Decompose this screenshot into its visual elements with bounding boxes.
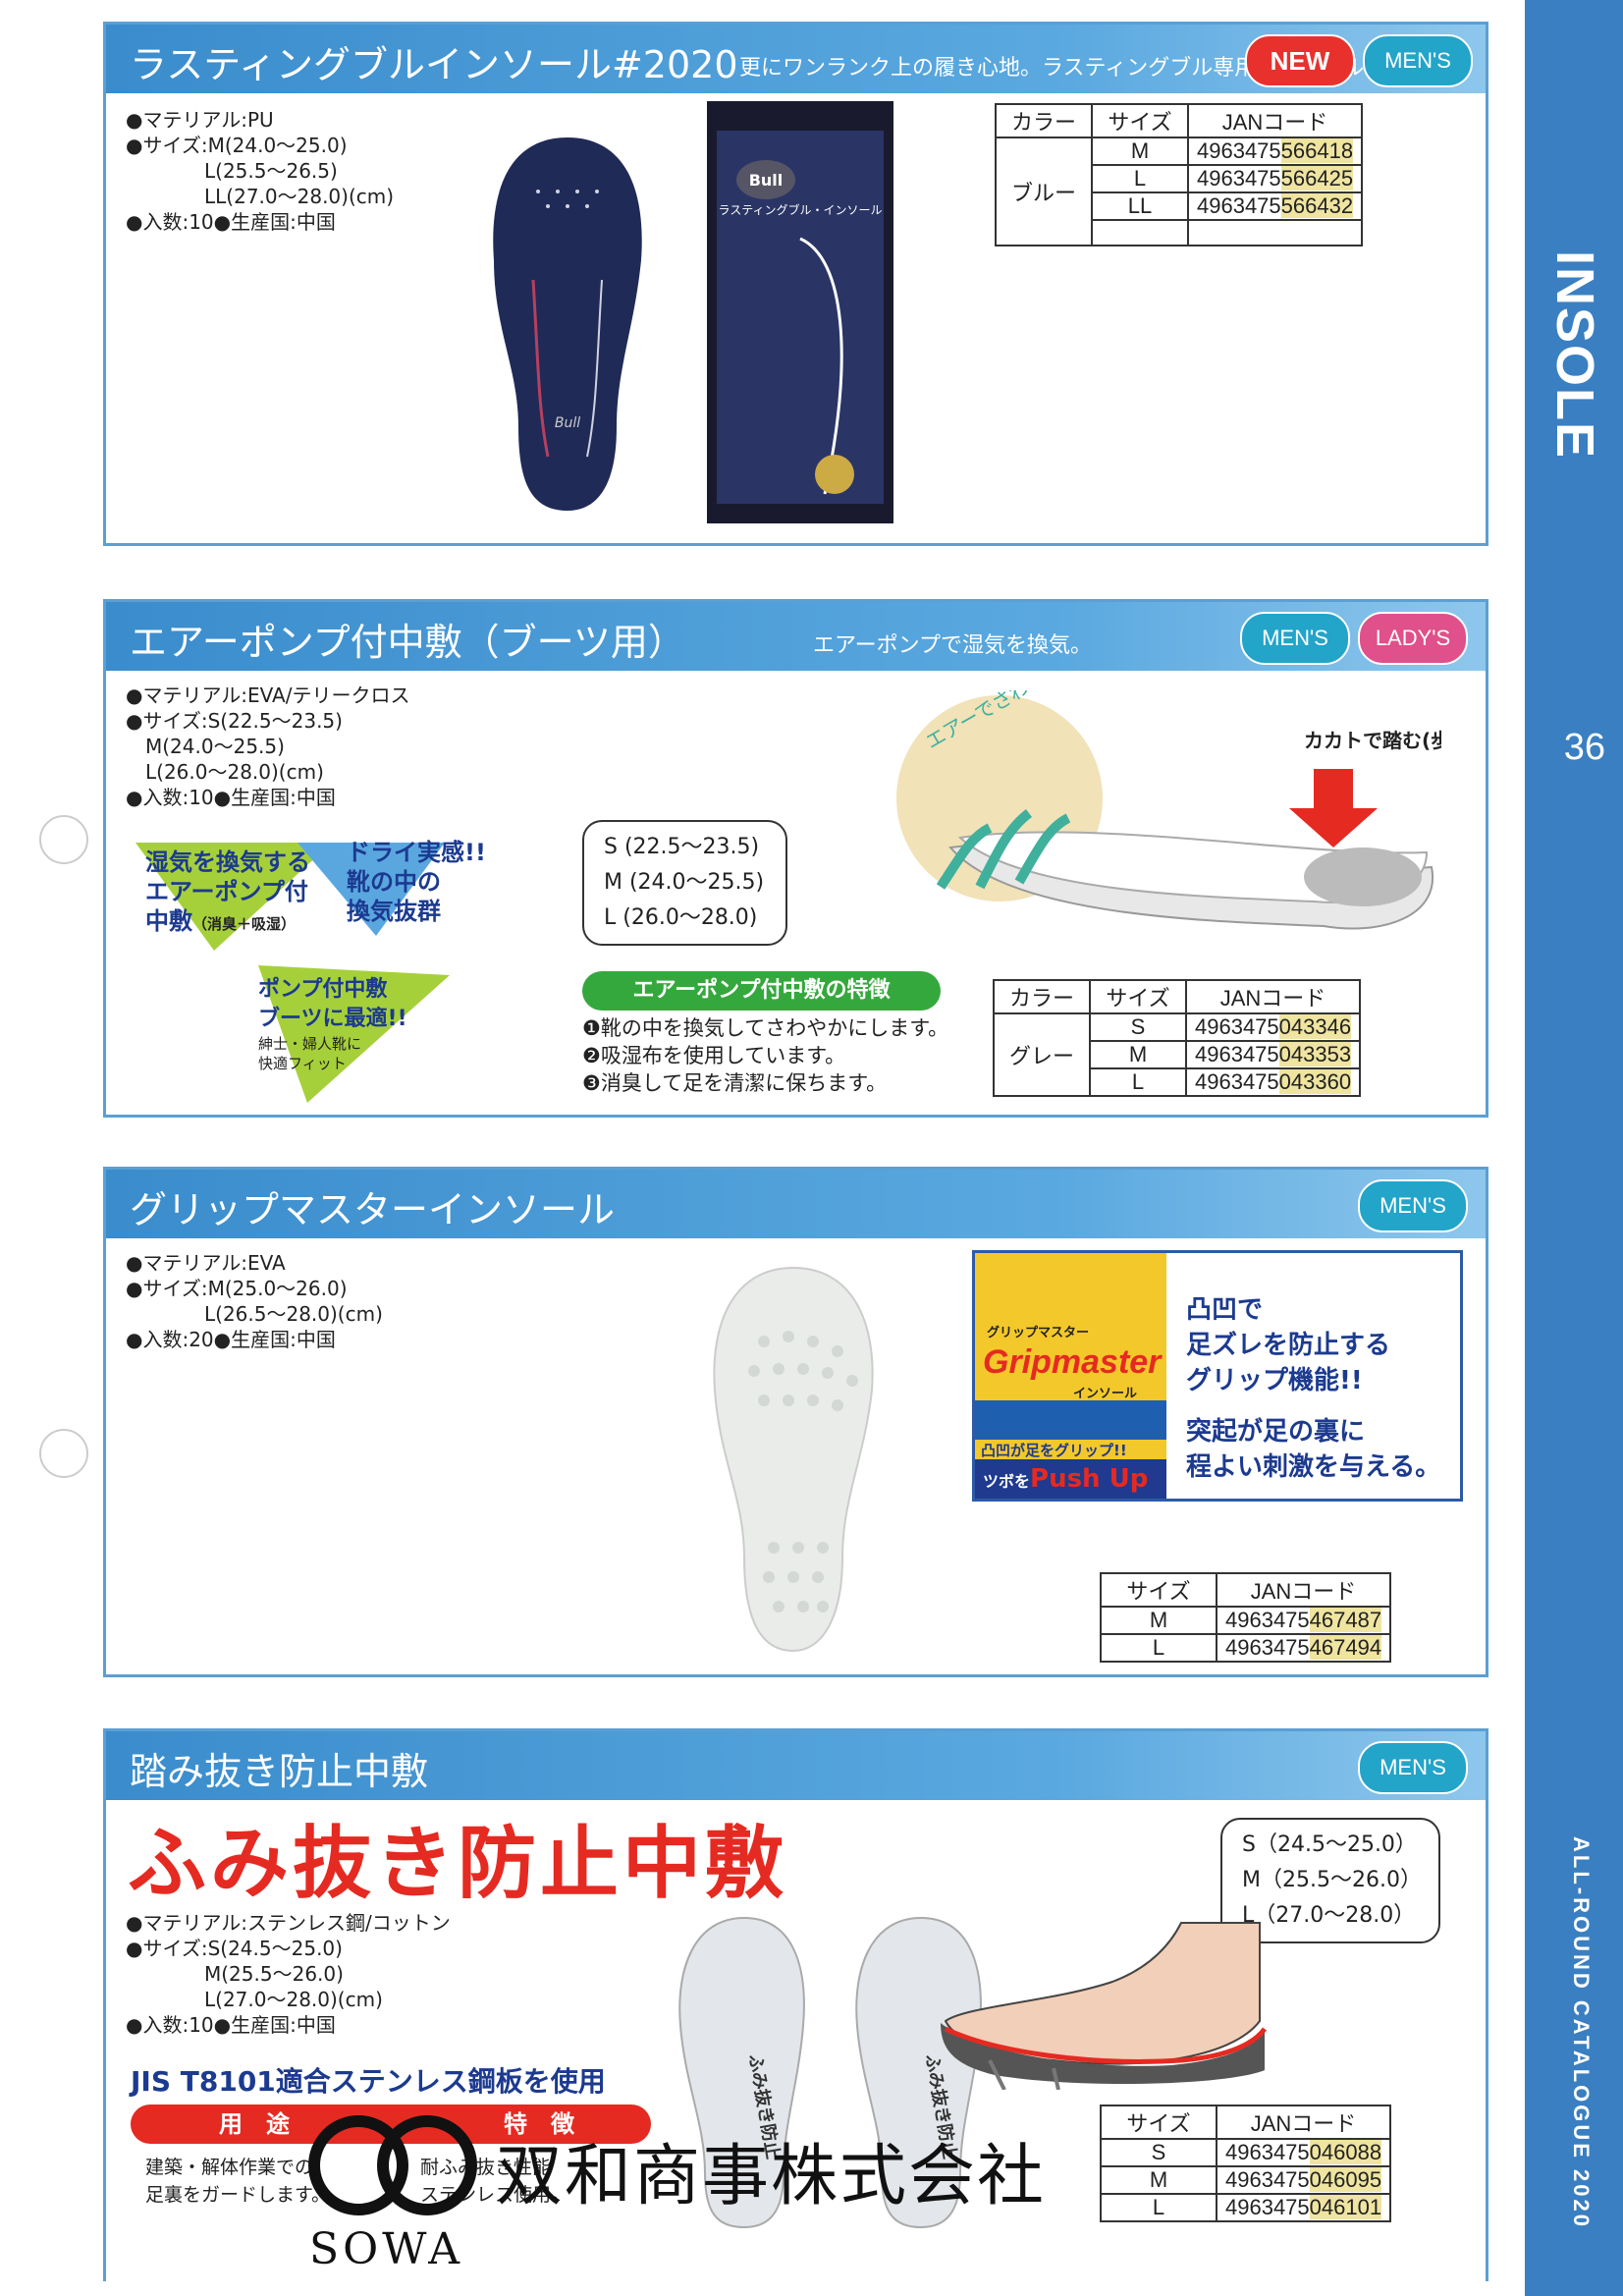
company-name: 双和商事株式会社 [496,2138,1047,2215]
product-specs: ●マテリアル:PU ●サイズ:M(24.0〜25.0) L(25.5〜26.5)… [126,108,395,234]
package-photo: Bull ラスティングブル・インソール [707,101,893,523]
size-list: S（24.5〜25.0） M（25.5〜26.0） L（27.0〜28.0） [1220,1818,1440,1943]
product-gripmaster: グリップマスターインソール MEN'S ●マテリアル:EVA ●サイズ:M(25… [103,1167,1488,1677]
gripmaster-description: 凸凹で 足ズレを防止する グリップ機能!! 突起が足の裏に 程よい刺激を与える。 [1186,1295,1441,1482]
promo-pump: 湿気を換気する エアーポンプ付 中敷（消臭＋吸湿） [145,848,310,935]
sowa-logo-mark [308,2115,477,2215]
section-header: ラスティングブルインソール#2020 更にワンランク上の履き心地。ラスティングブ… [106,25,1486,93]
insole-pair-photo: ふみ抜き防止 ふみ抜き防止 [678,1916,982,2229]
product-subtitle: エアーポンプで湿気を換気。 [813,633,1093,658]
mens-badge: MEN'S [1363,34,1473,87]
mens-badge: MEN'S [1358,1179,1468,1232]
insole-photo [713,1266,874,1653]
binder-hole [39,1429,88,1478]
new-badge: NEW [1245,34,1355,87]
product-title: エアーポンプ付中敷（ブーツ用） [130,621,685,664]
product-anti-puncture: 踏み抜き防止中敷 MEN'S ふみ抜き防止中敷 ●マテリアル:ステンレス鋼/コッ… [103,1728,1488,2281]
svg-text:Bull: Bull [555,415,580,431]
product-air-pump: エアーポンプ付中敷（ブーツ用） エアーポンプで湿気を換気。 MEN'S LADY… [103,599,1488,1118]
sidebar-tab [1525,0,1623,2296]
insole-photo: Bull [493,137,642,511]
category-label: INSOLE [1545,250,1604,461]
gripmaster-package: グリップマスター Gripmaster インソール 凸凹が足をグリップ!! ツボ… [975,1253,1166,1499]
promo-triangles [135,843,450,1103]
section-header: エアーポンプ付中敷（ブーツ用） エアーポンプで湿気を換気。 MEN'S LADY… [106,602,1486,671]
catalogue-label: ALL-ROUND CATALOGUE 2020 [1569,1836,1594,2229]
promo-boots: ポンプ付中敷 ブーツに最適!! 紳士・婦人靴に 快適フィット [258,977,407,1072]
size-list: S (22.5〜23.5) M (24.0〜25.5) L (26.0〜28.0… [582,820,787,946]
page-number: 36 [1563,727,1605,768]
jis-note: JIS T8101適合ステンレス鋼板を使用 [131,2065,606,2098]
product-specs: ●マテリアル:EVA ●サイズ:M(25.0〜26.0) L(26.5〜28.0… [126,1251,383,1351]
product-specs: ●マテリアル:EVA/テリークロス ●サイズ:S(22.5〜23.5) M(24… [126,683,410,809]
headline: ふみ抜き防止中敷 [128,1818,787,1909]
product-title: グリップマスターインソール [130,1188,616,1231]
svg-text:カカトで踏む(歩く): カカトで踏む(歩く) [1304,729,1441,752]
product-lasting-bull: ラスティングブルインソール#2020 更にワンランク上の履き心地。ラスティングブ… [103,22,1488,546]
company-brand: SOWA [309,2224,464,2274]
promo-dry: ドライ実感!! 靴の中の 換気抜群 [347,839,486,925]
product-title: ラスティングブルインソール#2020 [130,43,738,86]
section-header: 踏み抜き防止中敷 MEN'S [106,1731,1486,1800]
foot-diagram [941,1922,1268,2090]
product-title: 踏み抜き防止中敷 [130,1750,429,1793]
product-specs: ●マテリアル:ステンレス鋼/コットン ●サイズ:S(24.5〜25.0) M(2… [126,1911,451,2037]
feature-title: エアーポンプ付中敷の特徴 [582,971,941,1011]
usage-text: 建築・解体作業での 足裏をガードします。 [145,2157,331,2206]
mens-badge: MEN'S [1240,612,1350,665]
ladys-badge: LADY'S [1358,612,1468,665]
mens-badge: MEN'S [1358,1741,1468,1794]
binder-hole [39,815,88,864]
air-pump-diagram: エアーでさわやか カカトで踏む(歩く) [896,690,1441,930]
svg-text:ラスティングブル・インソール: ラスティングブル・インソール [718,202,882,217]
feature-list: ❶靴の中を換気してさわやかにします。 ❷吸湿布を使用しています。 ❸消臭して足を… [582,1016,949,1095]
section-header: グリップマスターインソール MEN'S [106,1170,1486,1238]
svg-text:Bull: Bull [749,171,784,190]
gripmaster-panel: グリップマスター Gripmaster インソール 凸凹が足をグリップ!! ツボ… [972,1250,1463,1502]
